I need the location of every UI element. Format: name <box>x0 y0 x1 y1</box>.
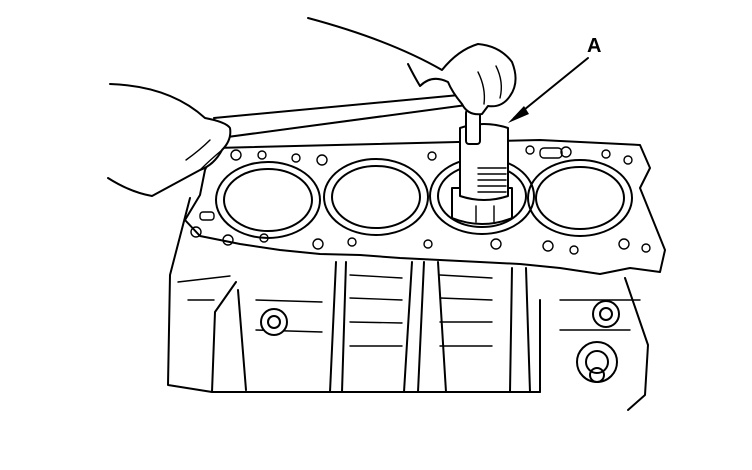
callout-a-label: A <box>587 35 601 57</box>
head-gasket <box>184 139 666 275</box>
callout-a-arrow <box>513 57 589 119</box>
special-tool-a <box>451 109 513 225</box>
callout-a-arrowhead <box>508 106 529 123</box>
engine-block <box>167 197 649 411</box>
callout-a: A <box>508 35 601 123</box>
technician-hands <box>107 17 517 197</box>
